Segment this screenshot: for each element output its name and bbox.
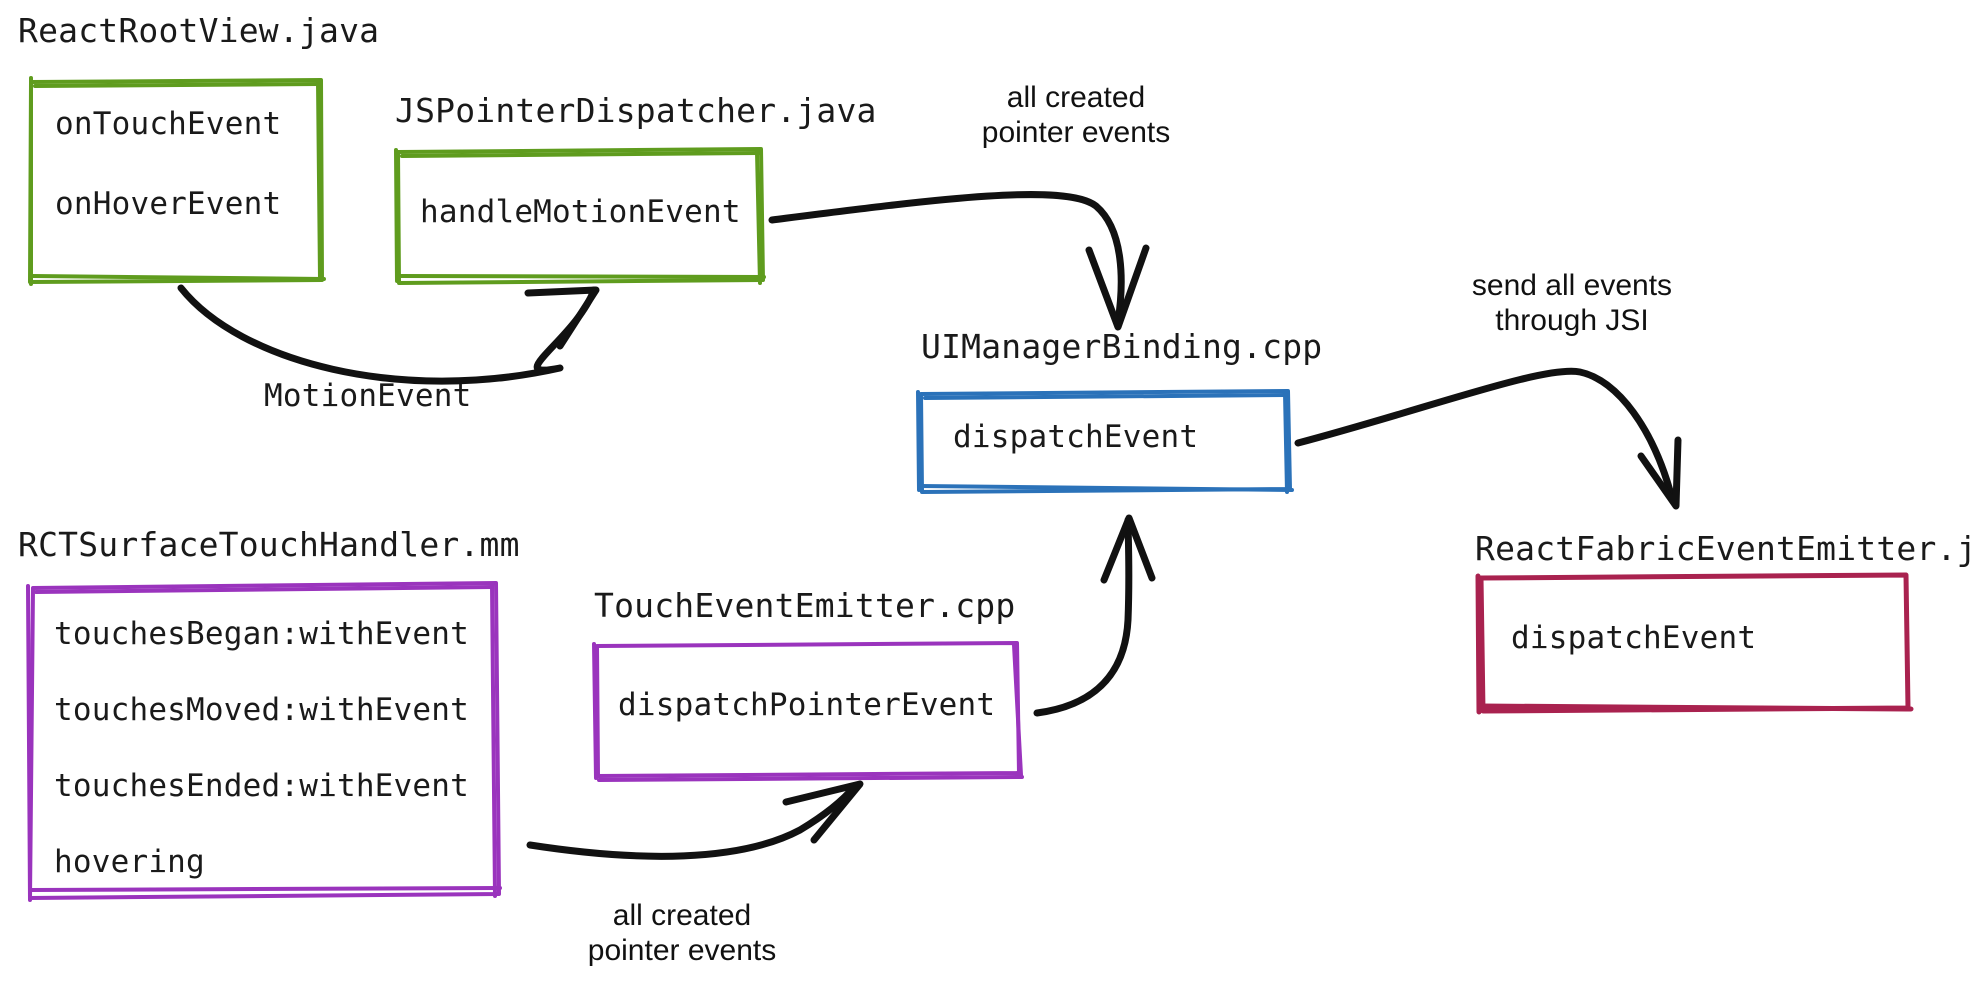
arrow-touch-emitter-to-binding <box>1033 514 1156 717</box>
edge-label-all-created-pointer-events-bottom: all created pointer events <box>587 899 777 968</box>
node-react-fabric-event-emitter[interactable]: dispatchEvent <box>1479 575 1909 711</box>
node-rct-surface-touch-handler[interactable]: touchesBegan:withEvent touchesMoved:with… <box>30 583 499 898</box>
method-on-touch-event: onTouchEvent <box>55 106 282 142</box>
edge-label-send-all-events-through-jsi: send all events through JSI <box>1471 269 1673 338</box>
file-label-rct-surface-touch-handler: RCTSurfaceTouchHandler.mm <box>18 525 520 564</box>
file-label-react-fabric-event-emitter: ReactFabricEventEmitter.js <box>1475 529 1980 568</box>
node-ui-manager-binding[interactable]: dispatchEvent <box>919 391 1290 492</box>
file-label-ui-manager-binding: UIManagerBinding.cpp <box>921 327 1323 366</box>
method-on-hover-event: onHoverEvent <box>55 186 282 222</box>
arrow-send-all-events-through-jsi <box>1294 367 1682 510</box>
method-dispatch-pointer-event: dispatchPointerEvent <box>618 687 996 723</box>
node-react-root-view[interactable]: onTouchEvent onHoverEvent <box>31 80 323 282</box>
file-label-touch-event-emitter: TouchEventEmitter.cpp <box>594 586 1016 625</box>
node-js-pointer-dispatcher[interactable]: handleMotionEvent <box>398 150 763 283</box>
file-label-js-pointer-dispatcher: JSPointerDispatcher.java <box>395 91 877 130</box>
arrow-all-created-pointer-events-bottom <box>526 780 864 860</box>
method-hovering: hovering <box>54 844 205 880</box>
method-touches-began: touchesBegan:withEvent <box>54 616 469 652</box>
method-handle-motion-event: handleMotionEvent <box>420 194 741 230</box>
method-touches-moved: touchesMoved:withEvent <box>54 692 469 728</box>
file-label-react-root-view: ReactRootView.java <box>18 11 380 50</box>
arrow-motion-event <box>177 284 600 385</box>
method-dispatch-event-fabric: dispatchEvent <box>1511 620 1757 656</box>
arrow-all-created-pointer-events-top <box>768 191 1150 331</box>
edge-label-all-created-pointer-events-top: all created pointer events <box>981 81 1171 150</box>
method-dispatch-event-binding: dispatchEvent <box>953 419 1199 455</box>
edge-label-motion-event: MotionEvent <box>264 378 472 414</box>
node-touch-event-emitter[interactable]: dispatchPointerEvent <box>596 643 1019 776</box>
method-touches-ended: touchesEnded:withEvent <box>54 768 469 804</box>
